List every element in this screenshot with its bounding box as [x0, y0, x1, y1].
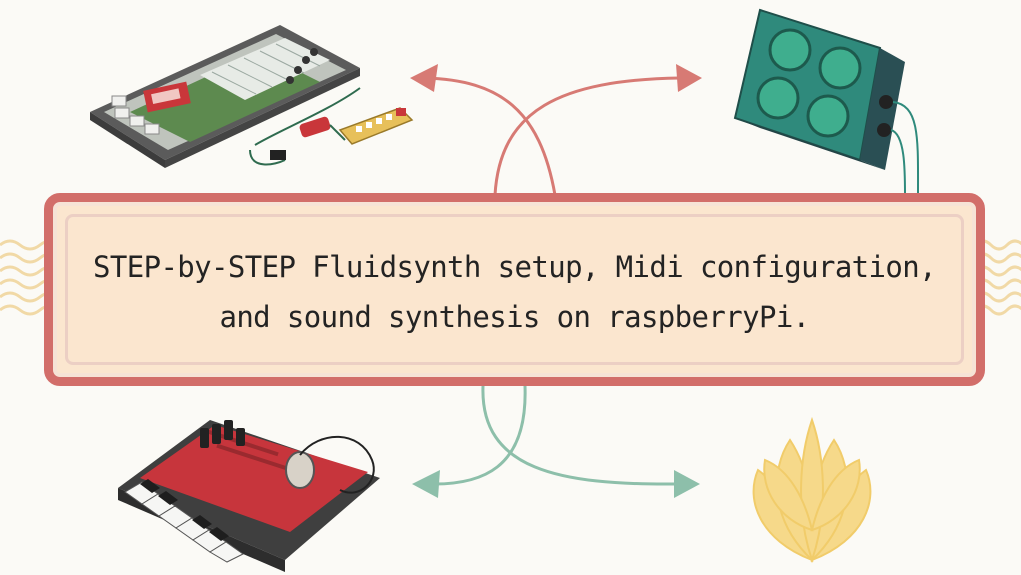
banner-title-line-2: and sound synthesis on raspberryPi. [219, 300, 810, 334]
banner-title-line-1: STEP-by-STEP Fluidsynth setup, Midi conf… [93, 250, 937, 284]
midi-keyboard-synth-icon [118, 420, 380, 572]
bottom-right-arrow [481, 385, 700, 498]
top-left-arrow [410, 64, 557, 196]
banner-inner-frame [65, 214, 964, 365]
drum-pad-controller-icon [733, 8, 920, 196]
top-right-arrow [493, 64, 702, 196]
title-banner: STEP-by-STEP Fluidsynth setup, Midi conf… [44, 193, 985, 386]
lotus-flower-icon [752, 416, 872, 564]
bottom-left-arrow [412, 385, 527, 498]
banner-title: STEP-by-STEP Fluidsynth setup, Midi conf… [53, 242, 976, 342]
breadboard-circuit-icon [90, 25, 414, 168]
